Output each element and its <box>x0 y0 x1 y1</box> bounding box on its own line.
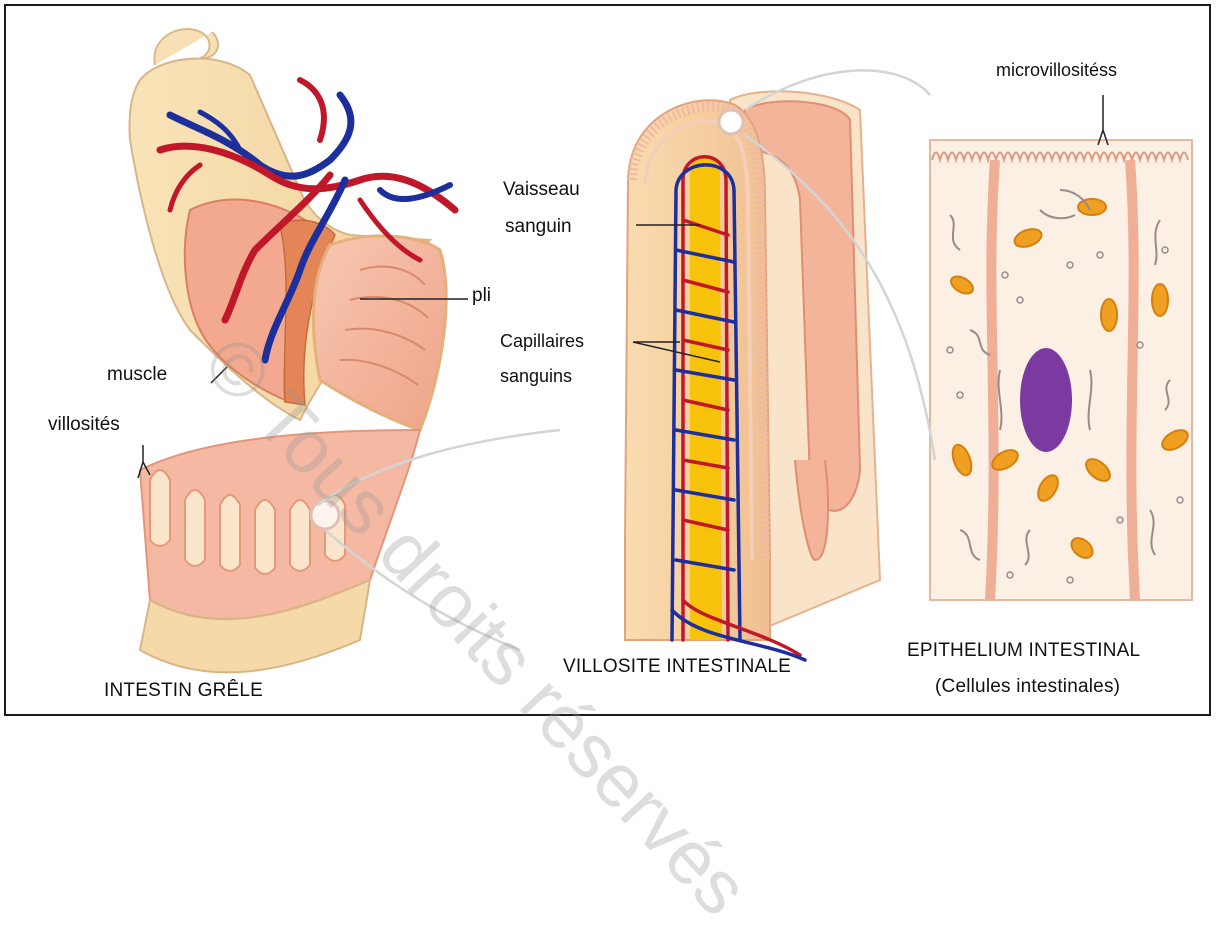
label-capillaires-line1: Capillaires <box>500 330 584 352</box>
caption-epithelium: EPITHELIUM INTESTINAL <box>907 640 1140 662</box>
label-villosites: villosités <box>48 413 120 437</box>
zoom-circle-icon <box>719 110 743 134</box>
label-muscle: muscle <box>107 363 167 387</box>
villus-drawing <box>625 91 880 660</box>
caption-villosite: VILLOSITE INTESTINALE <box>563 656 791 678</box>
caption-intestin: INTESTIN GRÊLE <box>104 680 263 702</box>
caption-epithelium-sub: (Cellules intestinales) <box>935 676 1120 698</box>
label-pli: pli <box>472 284 491 308</box>
diagram-illustration <box>0 0 1217 720</box>
epithelium-drawing <box>930 95 1192 600</box>
label-vaisseau-line1: Vaisseau <box>503 178 580 202</box>
zoom-circle-icon <box>311 501 339 529</box>
small-intestine-drawing <box>129 29 455 672</box>
label-vaisseau-line2: sanguin <box>505 215 572 239</box>
label-microvillosites: microvillositéss <box>996 59 1117 81</box>
label-capillaires-line2: sanguins <box>500 365 572 387</box>
